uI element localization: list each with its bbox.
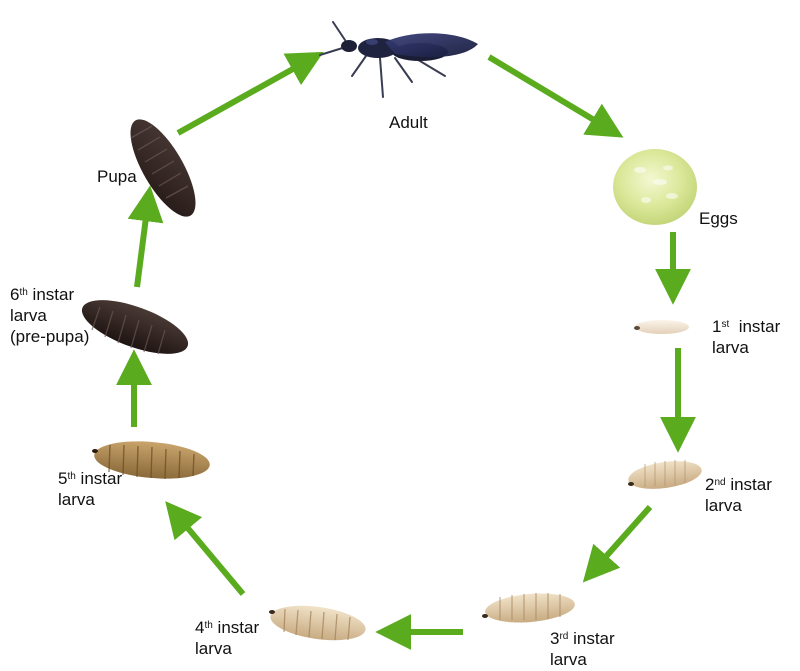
label-pupa: Pupa bbox=[97, 167, 137, 186]
label-adult: Adult bbox=[389, 113, 428, 132]
label-larva-6th-instar: 6th instar larva (pre-pupa) bbox=[10, 285, 90, 346]
larva-6th-instar-image bbox=[81, 300, 189, 355]
label-eggs: Eggs bbox=[699, 209, 738, 228]
label-larva-3rd-instar: 3rd instar larva bbox=[550, 629, 615, 669]
label-larva-2nd-instar: 2nd instar larva bbox=[705, 475, 772, 515]
pupa-image bbox=[130, 119, 196, 217]
larva-1st-instar-image bbox=[634, 320, 689, 334]
arrow-l4-to-l5 bbox=[165, 501, 246, 596]
label-larva-4th-instar: 4th instar larva bbox=[195, 618, 260, 658]
label-larva-1st-instar: 1st instar larva bbox=[712, 317, 781, 357]
label-larva-5th-instar: 5th instar larva bbox=[58, 469, 123, 509]
adult-fly-image bbox=[319, 21, 478, 98]
cycle-arrows bbox=[116, 51, 696, 650]
larva-4th-instar-image bbox=[269, 605, 366, 641]
arrow-adult-to-eggs bbox=[487, 54, 624, 138]
arrow-l2-to-l3 bbox=[582, 505, 653, 583]
larva-3rd-instar-image bbox=[482, 593, 575, 623]
eggs-image bbox=[613, 149, 697, 225]
arrow-l6-to-pupa bbox=[127, 185, 164, 288]
larva-5th-instar-image bbox=[92, 441, 210, 480]
arrow-pupa-to-adult bbox=[176, 51, 324, 136]
larva-2nd-instar-image bbox=[628, 460, 702, 489]
